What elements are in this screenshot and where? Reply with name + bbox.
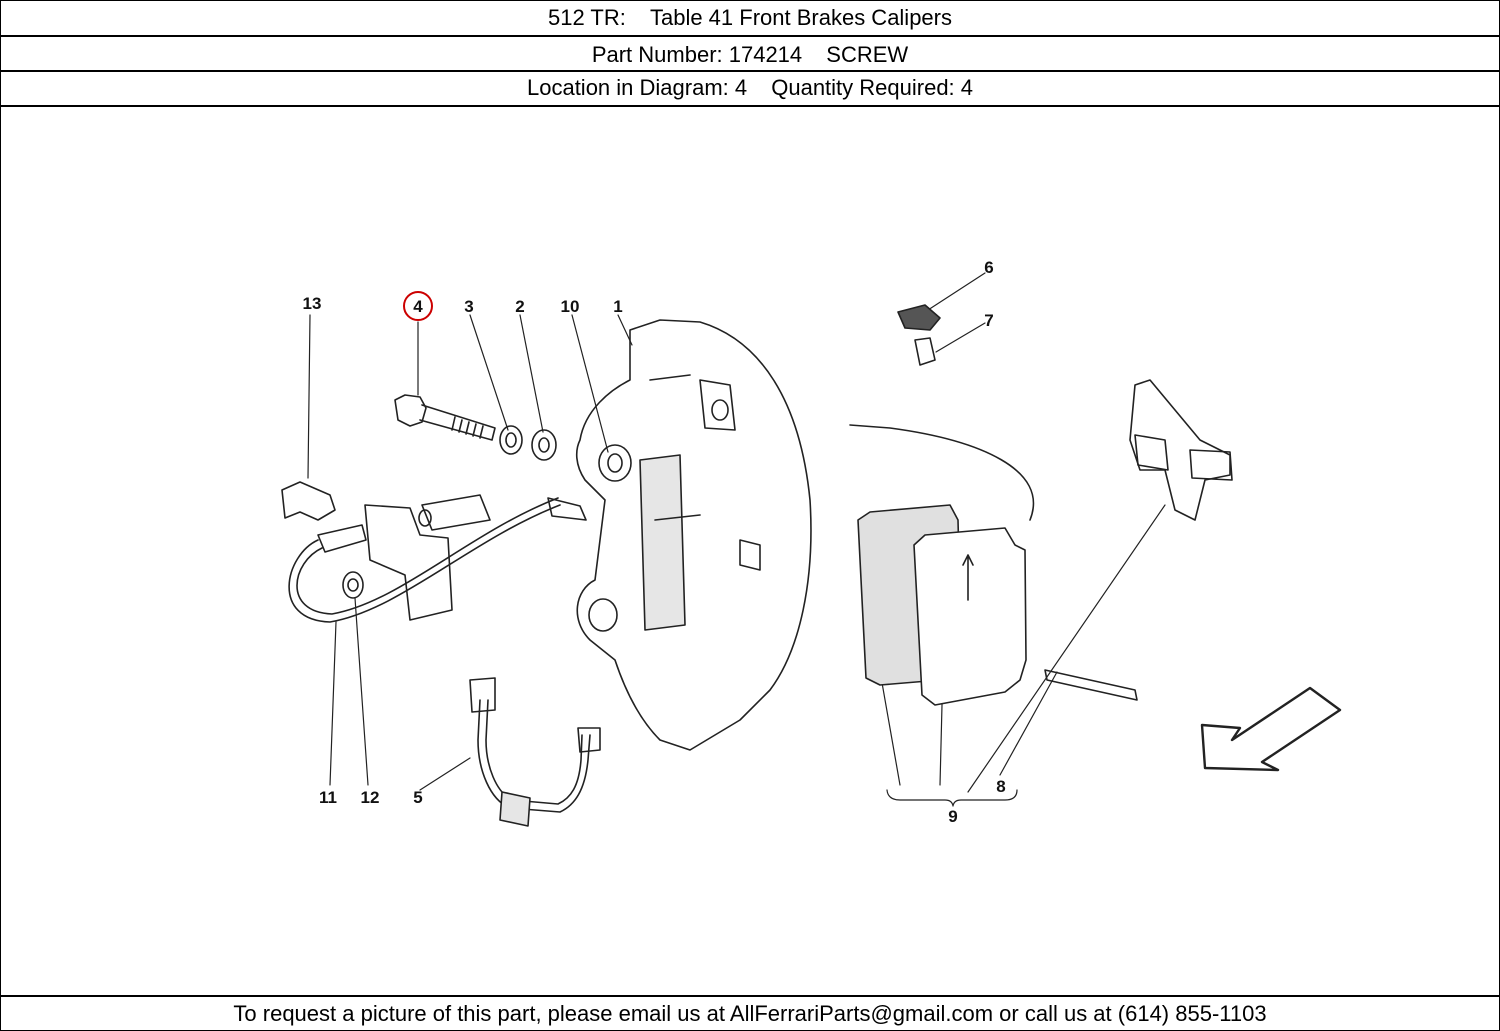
callout-11: 11 (319, 788, 337, 807)
rigid-pipe (469, 677, 601, 827)
caliper-body (575, 319, 812, 751)
callout-labels: 13 4 3 2 10 1 6 7 11 12 5 9 8 (303, 258, 1006, 826)
title-row: 512 TR: Table 41 Front Brakes Calipers (1, 1, 1499, 34)
callout-10: 10 (561, 297, 580, 316)
callout-4: 4 (413, 297, 423, 316)
footer-contact: To request a picture of this part, pleas… (233, 1001, 1267, 1026)
callout-3: 3 (464, 297, 473, 316)
callout-1: 1 (613, 297, 622, 316)
nut-part (342, 571, 364, 599)
spring-clip (1129, 379, 1233, 521)
part-name: SCREW (826, 42, 909, 67)
location-row: Location in Diagram: 4 Quantity Required… (1, 71, 1499, 104)
clip-bracket (281, 481, 491, 621)
callout-13: 13 (303, 294, 322, 313)
table-title: Table 41 Front Brakes Calipers (649, 5, 952, 30)
part-number: Part Number: 174214 (591, 42, 803, 67)
nut-hole (347, 578, 359, 592)
divider (1, 35, 1499, 37)
divider (1, 995, 1499, 997)
callout-6: 6 (984, 258, 993, 277)
callout-2: 2 (515, 297, 524, 316)
washer-parts (499, 425, 632, 482)
part-number-row: Part Number: 174214 SCREW (1, 38, 1499, 71)
parts-diagram: 13 4 3 2 10 1 6 7 11 12 5 9 8 (281, 258, 1342, 827)
callout-7: 7 (984, 311, 993, 330)
quantity-required: Quantity Required: 4 (771, 75, 974, 100)
callout-9: 9 (948, 807, 957, 826)
brake-pads (849, 424, 1138, 706)
bleed-screw (897, 304, 941, 366)
direction-arrow-icon (1200, 686, 1342, 772)
brake-hose (288, 497, 587, 623)
highlight-ring (403, 291, 433, 321)
callout-5: 5 (413, 788, 422, 807)
location-in-diagram: Location in Diagram: 4 (526, 75, 748, 100)
leader-lines (307, 272, 1166, 807)
divider (1, 70, 1499, 72)
callout-8: 8 (996, 777, 1005, 796)
model-label: 512 TR: (547, 5, 626, 30)
screw-part (394, 394, 496, 441)
divider (1, 105, 1499, 107)
callout-12: 12 (361, 788, 380, 807)
